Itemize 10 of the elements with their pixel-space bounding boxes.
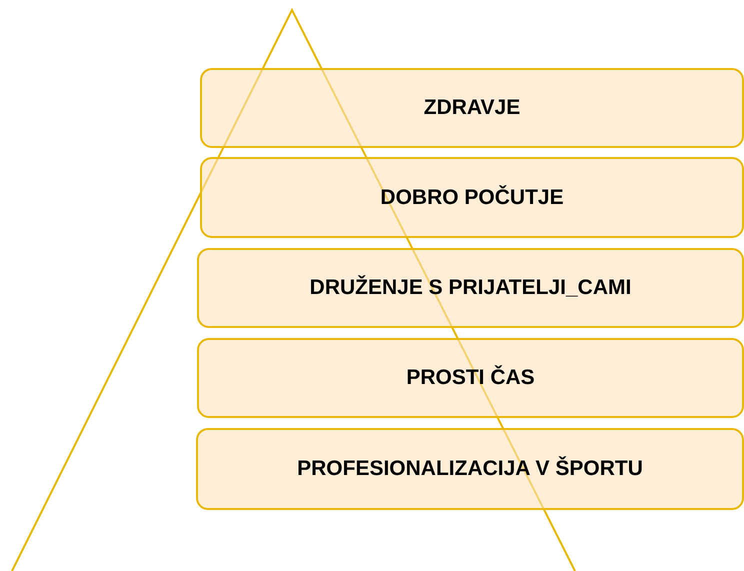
level-label: PROSTI ČAS <box>406 366 535 390</box>
level-box <box>200 157 744 238</box>
level-label: DRUŽENJE S PRIJATELJI_CAMI <box>310 276 632 300</box>
level-label: DOBRO POČUTJE <box>380 186 564 210</box>
level-box <box>197 338 744 418</box>
level-label: PROFESIONALIZACIJA V ŠPORTU <box>297 457 643 481</box>
level-box <box>196 428 744 510</box>
level-label: ZDRAVJE <box>424 96 520 120</box>
level-box <box>200 68 744 148</box>
level-box <box>197 248 744 328</box>
